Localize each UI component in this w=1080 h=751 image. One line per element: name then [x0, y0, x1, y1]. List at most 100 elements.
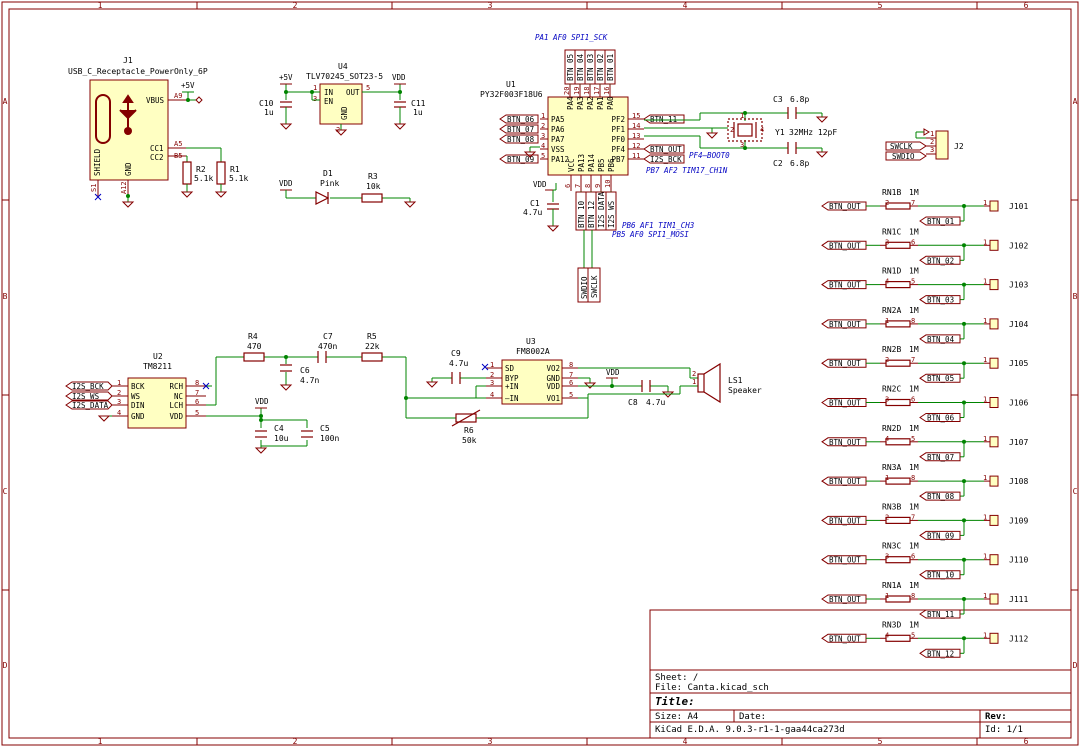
- btn-out-text: BTN_OUT: [829, 281, 861, 290]
- d1-ref: D1: [323, 169, 333, 178]
- r6-potentiometer[interactable]: R6 50k: [451, 409, 481, 445]
- pad-num: 1: [983, 631, 987, 639]
- j2-num-3: 3: [930, 146, 934, 154]
- net-label-i2s_data: I2S_DATA: [72, 401, 109, 410]
- junction: [962, 204, 966, 208]
- r2-resistor[interactable]: R2 5.1k: [180, 161, 213, 198]
- u1-pin-name: PF1: [611, 125, 625, 134]
- r4-resistor[interactable]: R4 470: [243, 332, 265, 362]
- net-label-box: [604, 49, 616, 85]
- j1-usb-c[interactable]: J1 USB_C_Receptacle_PowerOnly_6P VBUS CC…: [68, 56, 208, 201]
- btn-label: [919, 452, 961, 462]
- u3-pin-num: 1: [490, 361, 494, 369]
- c7-capacitor[interactable]: C7 470n: [317, 332, 337, 363]
- r1-resistor[interactable]: R1 5.1k: [214, 161, 248, 198]
- row-b-left: B: [3, 292, 8, 301]
- rn-resistor: [885, 595, 911, 603]
- r3-resistor[interactable]: R3 10k: [361, 172, 383, 203]
- ls1-speaker[interactable]: 2 1 LS1 Speaker: [692, 362, 762, 404]
- pad-num: 1: [983, 356, 987, 364]
- col-4-top: 4: [683, 1, 688, 10]
- rn-num-b: 6: [911, 238, 915, 246]
- c3-capacitor[interactable]: C3 6.8p: [773, 95, 809, 119]
- u1-pin-num: 5: [541, 152, 545, 160]
- c8-capacitor[interactable]: C8 4.7u: [628, 380, 665, 407]
- y1-num-4: 4: [760, 126, 764, 134]
- u1-pin-num: 7: [574, 184, 582, 188]
- dac-vdd-label: VDD: [255, 397, 269, 406]
- c11-capacitor[interactable]: C11 1u: [393, 99, 426, 130]
- u4-ldo[interactable]: U4 TLV70245_SOT23-5 IN EN OUT GND 1 3 5 …: [306, 62, 383, 134]
- pad-ref: J112: [1009, 634, 1028, 643]
- gnd-icon: [546, 225, 560, 232]
- c1-capacitor[interactable]: C1 4.7u: [523, 199, 560, 232]
- net-label-box: [643, 114, 685, 124]
- r4-value: 470: [247, 342, 262, 351]
- c2-capacitor[interactable]: C2 6.8p: [773, 142, 809, 168]
- test-pad: [989, 436, 999, 448]
- d1-led[interactable]: D1 Pink: [315, 169, 339, 205]
- gnd-icon: [923, 128, 930, 136]
- rn-resistor: [885, 320, 911, 328]
- nc-marker: [94, 193, 102, 201]
- u1-pin-name: PA4: [566, 96, 575, 110]
- rn-resistor: [885, 398, 911, 407]
- swclk-label: SWCLK: [590, 275, 599, 298]
- c6-capacitor[interactable]: C6 4.7n: [280, 364, 319, 385]
- j1-pin-gnd: GND: [124, 162, 133, 176]
- u2-pin-name: WS: [131, 392, 141, 401]
- c9-capacitor[interactable]: C9 4.7u: [449, 349, 468, 384]
- net-label-btn_12: BTN_12: [587, 201, 596, 228]
- rn-num-b: 7: [911, 199, 915, 207]
- u1-pin-num: 13: [632, 132, 640, 140]
- btn-label-text: BTN_03: [927, 296, 954, 305]
- u3-pin-name: VO1: [546, 394, 560, 403]
- c5-ref: C5: [320, 424, 330, 433]
- u1-mcu[interactable]: U1 PY32F003F18U6 PA420PA319PA218PA117PA0…: [480, 80, 644, 191]
- u1-pin-num: 19: [573, 87, 581, 95]
- y1-crystal[interactable]: Y1 32MHz 12pF 1 2 3 4: [705, 112, 837, 149]
- u2-pin-num: 5: [195, 409, 199, 417]
- note-pb6: PB6 AF1 TIM1_CH3: [622, 221, 695, 230]
- ls1-value: Speaker: [728, 386, 762, 395]
- btn-label-text: BTN_10: [927, 571, 955, 580]
- u1-power-wiring: VDD: [523, 146, 557, 202]
- pad-num: 1: [983, 317, 987, 325]
- test-pad: [989, 397, 999, 408]
- r2-value: 5.1k: [194, 174, 213, 183]
- j1-num-b5: B5: [174, 152, 182, 160]
- test-pad: [989, 239, 999, 251]
- net-label-box: [643, 154, 685, 164]
- c10-capacitor[interactable]: C10 1u: [259, 99, 293, 130]
- audio-wiring: VDD: [202, 355, 589, 454]
- u4-pin-gnd: GND: [340, 106, 349, 120]
- c2-ref: C2: [773, 159, 783, 168]
- c5-capacitor[interactable]: C5 100n: [301, 424, 339, 443]
- u3-pin-name: –IN: [505, 394, 519, 403]
- r5-resistor[interactable]: R5 22k: [361, 332, 383, 362]
- c11-value: 1u: [413, 108, 423, 117]
- net-label-btn_02: BTN_02: [596, 54, 605, 81]
- junction: [962, 282, 966, 287]
- c4-capacitor[interactable]: C4 10u: [255, 424, 289, 443]
- btn-label-text: BTN_11: [927, 610, 954, 619]
- j2-header[interactable]: J2 1 2 3 SWCLK SWDIO: [885, 128, 964, 161]
- u1-pin-name: PF2: [611, 115, 625, 124]
- u3-value: FM8002A: [516, 347, 550, 356]
- c4-value: 10u: [274, 434, 289, 443]
